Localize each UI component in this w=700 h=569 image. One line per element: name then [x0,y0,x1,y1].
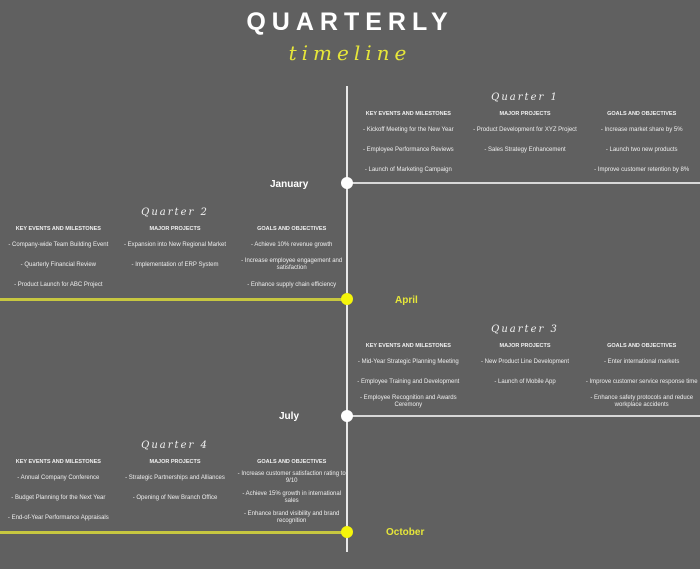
list-item: - Mid-Year Strategic Planning Meeting [357,358,459,365]
quarter-3-title: Quarter 3 [491,324,559,335]
list-item: - Implementation of ERP System [131,261,219,268]
list-item: - Sales Strategy Enhancement [484,146,566,153]
quarter-4-title: Quarter 4 [141,440,209,451]
list-item: - Strategic Partnerships and Alliances [125,474,225,481]
list-item: - Product Launch for ABC Project [14,281,103,288]
list-item: - Achieve 15% growth in international sa… [242,491,342,504]
column-header: MAJOR PROJECTS [149,459,201,465]
list-item [523,160,527,180]
q2-milestone-dot [341,293,353,305]
list-item: - Opening of New Branch Office [132,494,218,501]
list-item: - New Product Line Development [480,358,570,365]
column-header: KEY EVENTS AND MILESTONES [365,343,451,349]
list-item [173,508,177,528]
list-item: - Expansion into New Regional Market [123,241,227,248]
list-item: - Employee Training and Development [357,378,460,385]
q1-milestone-dot [341,177,353,189]
list-item: - Quarterly Financial Review [20,261,97,268]
list-item: - Enhance brand visibility and brand rec… [243,511,340,524]
q3-connector-line [347,415,700,417]
q3-goals-column: GOALS AND OBJECTIVES - Enter internation… [583,340,700,412]
list-item: - End-of-Year Performance Appraisals [7,514,109,521]
list-item: - Enhance supply chain efficiency [247,281,337,288]
list-item: - Launch of Mobile App [494,378,556,385]
list-item: - Improve customer retention by 8% [594,166,690,173]
column-header: MAJOR PROJECTS [499,111,551,117]
column-header: MAJOR PROJECTS [499,343,551,349]
q2-events-column: KEY EVENTS AND MILESTONES - Company-wide… [0,223,117,295]
list-item [523,392,527,412]
list-item: - Annual Company Conference [17,474,100,481]
q2-goals-column: GOALS AND OBJECTIVES - Achieve 10% reven… [233,223,350,295]
q4-connector-line [0,531,347,534]
q4-projects-column: MAJOR PROJECTS - Strategic Partnerships … [117,456,234,528]
list-item: - Launch two new products [605,146,678,153]
list-item: - Improve customer service response time [585,378,698,385]
q3-milestone-dot [341,410,353,422]
q3-projects-column: MAJOR PROJECTS - New Product Line Develo… [467,340,584,412]
q4-month-label: October [386,527,425,538]
column-header: KEY EVENTS AND MILESTONES [15,459,101,465]
column-header: KEY EVENTS AND MILESTONES [365,111,451,117]
list-item: - Kickoff Meeting for the New Year [363,126,454,133]
q2-connector-line [0,298,347,301]
list-item: - Achieve 10% revenue growth [250,241,333,248]
timeline-axis [346,86,348,552]
q3-month-label: July [279,411,300,422]
quarter-2-title: Quarter 2 [141,207,209,218]
q1-events-column: KEY EVENTS AND MILESTONES - Kickoff Meet… [350,108,467,180]
page-title: QUARTERLY [246,8,454,36]
list-item: - Company-wide Team Building Event [8,241,109,248]
list-item: - Enhance safety protocols and reduce wo… [590,395,694,408]
page-subtitle: timeline [288,41,412,65]
q4-milestone-dot [341,526,353,538]
column-header: GOALS AND OBJECTIVES [257,226,327,232]
column-header: MAJOR PROJECTS [149,226,201,232]
q1-connector-line [347,182,700,184]
list-item [173,275,177,295]
quarter-4-panel: Quarter 4 KEY EVENTS AND MILESTONES - An… [0,438,350,528]
list-item: - Launch of Marketing Campaign [364,166,452,173]
list-item: - Budget Planning for the Next Year [11,494,106,501]
list-item: - Employee Recognition and Awards Ceremo… [360,395,457,408]
quarter-1-title: Quarter 1 [491,92,559,103]
q1-projects-column: MAJOR PROJECTS - Product Development for… [467,108,584,180]
list-item: - Employee Performance Reviews [362,146,454,153]
list-item: - Increase employee engagement and satis… [241,258,343,271]
q1-month-label: January [270,179,309,190]
q3-events-column: KEY EVENTS AND MILESTONES - Mid-Year Str… [350,340,467,412]
column-header: GOALS AND OBJECTIVES [607,111,677,117]
list-item: - Increase market share by 5% [600,126,683,133]
list-item: - Increase customer satisfaction rating … [237,471,346,484]
list-item: - Enter international markets [603,358,680,365]
list-item: - Product Development for XYZ Project [473,126,577,133]
q4-goals-column: GOALS AND OBJECTIVES - Increase customer… [233,456,350,528]
quarter-2-panel: Quarter 2 KEY EVENTS AND MILESTONES - Co… [0,205,350,295]
quarter-1-panel: Quarter 1 KEY EVENTS AND MILESTONES - Ki… [350,90,700,180]
column-header: GOALS AND OBJECTIVES [607,343,677,349]
q4-events-column: KEY EVENTS AND MILESTONES - Annual Compa… [0,456,117,528]
column-header: KEY EVENTS AND MILESTONES [15,226,101,232]
q1-goals-column: GOALS AND OBJECTIVES - Increase market s… [583,108,700,180]
column-header: GOALS AND OBJECTIVES [257,459,327,465]
q2-projects-column: MAJOR PROJECTS - Expansion into New Regi… [117,223,234,295]
quarter-3-panel: Quarter 3 KEY EVENTS AND MILESTONES - Mi… [350,322,700,412]
q2-month-label: April [395,295,418,306]
